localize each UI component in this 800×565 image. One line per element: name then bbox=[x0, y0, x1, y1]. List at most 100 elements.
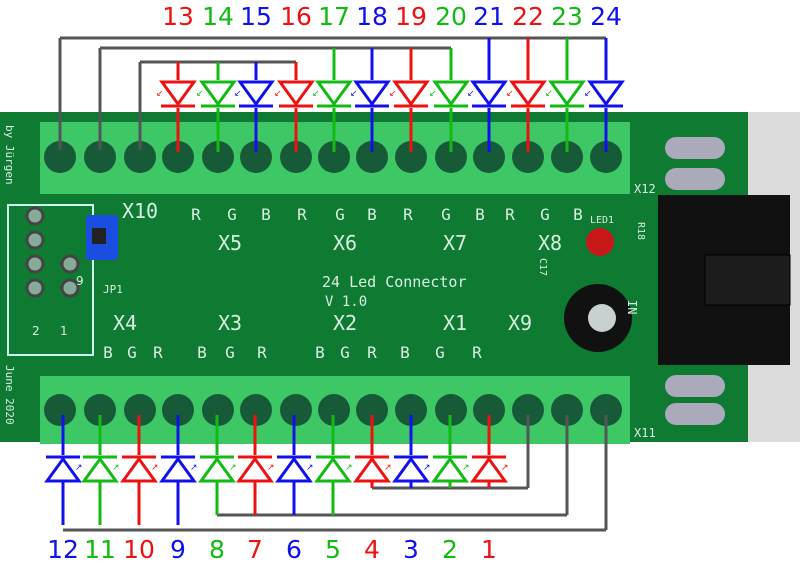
terminal-screw[interactable] bbox=[435, 394, 467, 426]
led-emission-icon: ↗ bbox=[462, 463, 470, 473]
terminal-screw[interactable] bbox=[280, 394, 312, 426]
silkscreen-label: G bbox=[225, 343, 235, 362]
led-emission-icon: ↗ bbox=[190, 463, 198, 473]
silkscreen-label: G bbox=[127, 343, 137, 362]
led-number-label: 6 bbox=[286, 535, 302, 564]
led-diode-icon bbox=[432, 80, 470, 107]
c17-label: C17 bbox=[537, 258, 548, 276]
led-emission-icon: ↙ bbox=[274, 89, 282, 99]
led1-red bbox=[586, 228, 614, 256]
led-diode-icon bbox=[275, 456, 313, 483]
terminal-screw[interactable] bbox=[44, 394, 76, 426]
terminal-screw[interactable] bbox=[512, 141, 544, 173]
led-number-label: 23 bbox=[551, 2, 583, 31]
terminal-screw[interactable] bbox=[356, 141, 388, 173]
terminal-screw[interactable] bbox=[356, 394, 388, 426]
silkscreen-label: X1 bbox=[443, 311, 467, 335]
jp1-label: JP1 bbox=[103, 283, 123, 296]
led-emission-icon: ↗ bbox=[345, 463, 353, 473]
led-number-label: 2 bbox=[442, 535, 458, 564]
silkscreen-label: G bbox=[441, 205, 451, 224]
terminal-screw[interactable] bbox=[202, 394, 234, 426]
silkscreen-label: X3 bbox=[218, 311, 242, 335]
silkscreen-label: R bbox=[153, 343, 163, 362]
terminal-screw[interactable] bbox=[240, 394, 272, 426]
led-diode-icon bbox=[277, 80, 315, 107]
led-emission-icon: ↗ bbox=[112, 463, 120, 473]
led-number-label: 19 bbox=[395, 2, 427, 31]
led-diode-icon bbox=[548, 80, 586, 107]
led-number-label: 12 bbox=[47, 535, 79, 564]
silkscreen-label: B bbox=[197, 343, 207, 362]
led-number-label: 3 bbox=[403, 535, 419, 564]
silkscreen-label: R bbox=[297, 205, 307, 224]
terminal-screw[interactable] bbox=[318, 394, 350, 426]
header-pin-label: 2 bbox=[32, 324, 40, 338]
silkscreen-label: B bbox=[315, 343, 325, 362]
silkscreen-label: R bbox=[367, 343, 377, 362]
x12-label: X12 bbox=[634, 182, 656, 196]
led-emission-icon: ↙ bbox=[506, 89, 514, 99]
led-diode-icon bbox=[120, 456, 158, 483]
led-emission-icon: ↙ bbox=[467, 89, 475, 99]
silkscreen-label: G bbox=[340, 343, 350, 362]
led-diode-icon bbox=[392, 456, 430, 483]
silkscreen-label: B bbox=[367, 205, 377, 224]
terminal-screw[interactable] bbox=[162, 394, 194, 426]
terminal-screw[interactable] bbox=[202, 141, 234, 173]
header-pin bbox=[25, 278, 45, 298]
terminal-screw[interactable] bbox=[240, 141, 272, 173]
terminal-screw[interactable] bbox=[124, 141, 156, 173]
led-emission-icon: ↗ bbox=[229, 463, 237, 473]
terminal-screw[interactable] bbox=[590, 141, 622, 173]
led-diode-icon bbox=[198, 456, 236, 483]
x11-pads bbox=[665, 375, 725, 425]
terminal-screw[interactable] bbox=[473, 141, 505, 173]
led-diode-icon bbox=[470, 456, 508, 483]
silkscreen-label: X7 bbox=[443, 231, 467, 255]
led-emission-icon: ↗ bbox=[306, 463, 314, 473]
header-pin bbox=[25, 254, 45, 274]
terminal-screw[interactable] bbox=[318, 141, 350, 173]
terminal-screw[interactable] bbox=[473, 394, 505, 426]
terminal-screw[interactable] bbox=[590, 394, 622, 426]
silkscreen-label: X6 bbox=[333, 231, 357, 255]
led-diode-icon bbox=[353, 456, 391, 483]
terminal-screw[interactable] bbox=[512, 394, 544, 426]
silkscreen-label: X4 bbox=[113, 311, 137, 335]
terminal-screw[interactable] bbox=[280, 141, 312, 173]
silkscreen-label: R bbox=[505, 205, 515, 224]
led-emission-icon: ↗ bbox=[423, 463, 431, 473]
led-emission-icon: ↗ bbox=[75, 463, 83, 473]
led-number-label: 5 bbox=[325, 535, 341, 564]
header-pin bbox=[60, 278, 80, 298]
terminal-screw[interactable] bbox=[124, 394, 156, 426]
led-diode-icon bbox=[353, 80, 391, 107]
header-pin bbox=[25, 206, 45, 226]
terminal-screw[interactable] bbox=[435, 141, 467, 173]
led-emission-icon: ↗ bbox=[501, 463, 509, 473]
capacitor-top bbox=[588, 304, 616, 332]
terminal-screw[interactable] bbox=[551, 141, 583, 173]
silkscreen-label: B bbox=[261, 205, 271, 224]
terminal-screw[interactable] bbox=[84, 394, 116, 426]
terminal-screw[interactable] bbox=[395, 394, 427, 426]
led-number-label: 10 bbox=[123, 535, 155, 564]
r18-label: R18 bbox=[635, 222, 646, 240]
silkscreen-label: R bbox=[257, 343, 267, 362]
terminal-screw[interactable] bbox=[44, 141, 76, 173]
led-number-label: 20 bbox=[435, 2, 467, 31]
silkscreen-label: B bbox=[400, 343, 410, 362]
terminal-screw[interactable] bbox=[84, 141, 116, 173]
header-pin bbox=[60, 254, 80, 274]
led-diode-icon bbox=[314, 456, 352, 483]
led-diode-icon bbox=[392, 80, 430, 107]
terminal-screw[interactable] bbox=[395, 141, 427, 173]
terminal-screw[interactable] bbox=[162, 141, 194, 173]
led-emission-icon: ↙ bbox=[584, 89, 592, 99]
terminal-screw[interactable] bbox=[551, 394, 583, 426]
led-emission-icon: ↗ bbox=[267, 463, 275, 473]
led-number-label: 22 bbox=[512, 2, 544, 31]
